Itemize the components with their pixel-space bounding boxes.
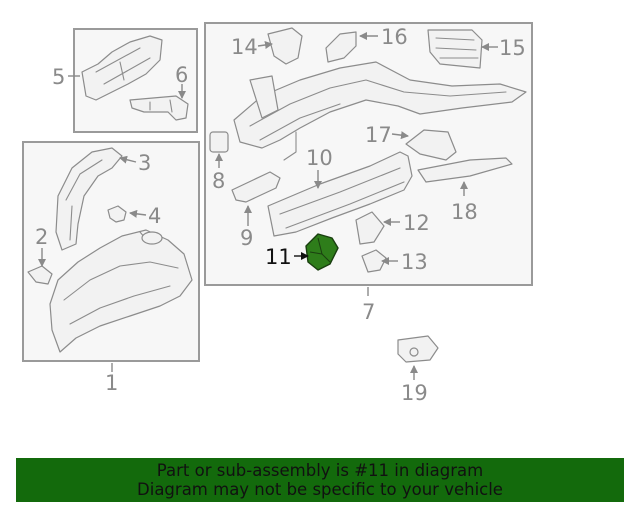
leader-17 (391, 131, 409, 140)
assembly-7-frame (204, 22, 533, 286)
part-15-bracket (427, 29, 483, 69)
callout-7: 7 (362, 300, 375, 324)
part-8-bracket (209, 131, 229, 153)
callout-17: 17 (365, 123, 392, 147)
part-5-bracket (81, 35, 163, 101)
callout-5: 5 (52, 65, 65, 89)
callout-16: 16 (381, 25, 408, 49)
callout-10: 10 (306, 146, 333, 170)
callout-9: 9 (240, 226, 253, 250)
part-14-bracket (267, 27, 303, 65)
callout-3: 3 (138, 151, 151, 175)
callout-19: 19 (401, 381, 428, 405)
part-11-highlighted (305, 233, 339, 271)
leader-14 (257, 41, 273, 49)
callout-6: 6 (175, 63, 188, 87)
callout-13: 13 (401, 250, 428, 274)
part-info-banner: Part or sub-assembly is #11 in diagram D… (16, 458, 624, 502)
part-4-clip (107, 205, 127, 223)
callout-8: 8 (212, 169, 225, 193)
banner-line-1: Part or sub-assembly is #11 in diagram (156, 461, 484, 480)
part-10-rail (267, 151, 413, 237)
banner-line-2: Diagram may not be specific to your vehi… (137, 480, 503, 499)
part-19-bracket (397, 335, 439, 363)
callout-12: 12 (403, 211, 430, 235)
callout-4: 4 (148, 204, 161, 228)
part-3-rail (55, 147, 123, 251)
part-18-rail (417, 157, 513, 183)
part-9-bracket (231, 171, 281, 203)
callout-14: 14 (231, 35, 258, 59)
part-7-rail-assembly (233, 61, 527, 161)
callout-15: 15 (499, 36, 526, 60)
part-16-bracket (325, 31, 357, 63)
part-12-bracket (355, 211, 385, 245)
callout-1: 1 (105, 371, 118, 395)
leader-4 (129, 209, 147, 218)
callout-18: 18 (451, 200, 478, 224)
callout-11-highlighted: 11 (265, 245, 292, 269)
leader-3 (119, 155, 137, 164)
parts-diagram: 5 6 3 4 2 1 14 16 15 17 10 8 18 9 12 13 … (22, 22, 533, 405)
part-17-bracket (405, 129, 457, 161)
part-1-wheelhouse (49, 229, 193, 353)
callout-2: 2 (35, 225, 48, 249)
part-2-bracket (27, 265, 53, 285)
